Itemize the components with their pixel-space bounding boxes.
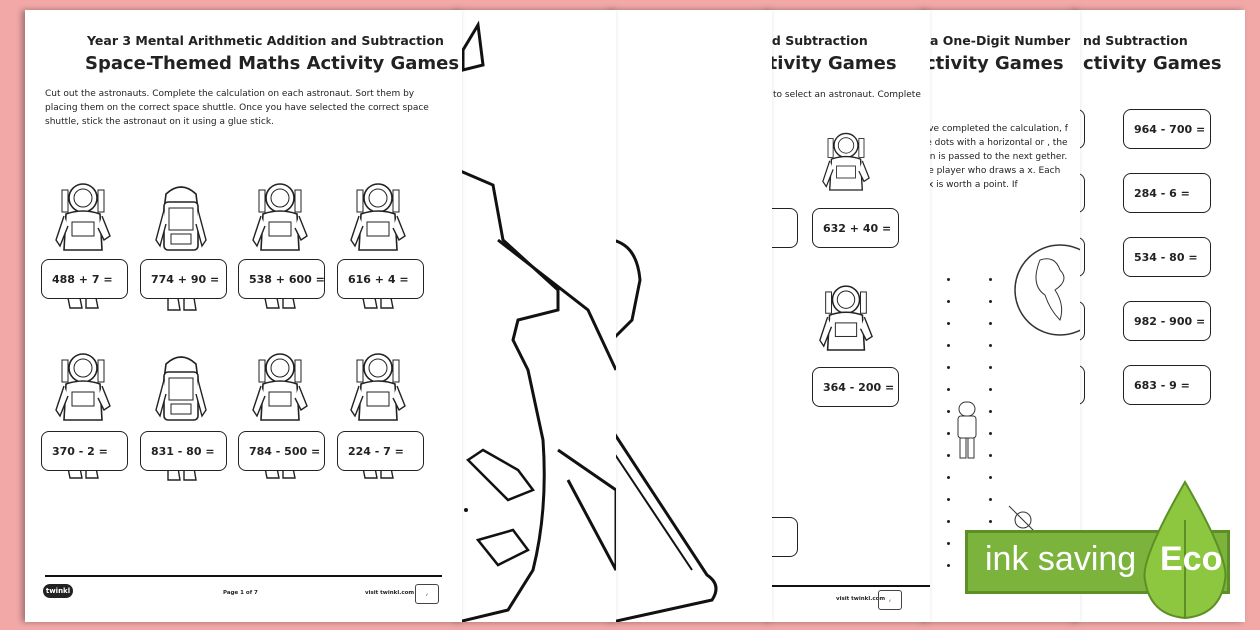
eco-leaf-icon (1143, 480, 1227, 620)
grid-dot (989, 520, 992, 523)
calculation-card: 784 - 500 = (238, 431, 325, 471)
calculation-card: 964 - 700 = (1123, 109, 1211, 149)
grid-dot (947, 278, 950, 281)
worksheet-page-3 (612, 10, 772, 622)
badge-icon: ✓ (878, 590, 902, 610)
calculation-card: 364 - 200 = (812, 367, 899, 407)
calculation-card: 831 - 80 = (140, 431, 227, 471)
calculation-card: 534 - 80 = (1123, 237, 1211, 277)
badge-icon: ✓ (415, 584, 439, 604)
earth-illustration (1014, 244, 1080, 336)
grid-dot (947, 564, 950, 567)
page-title: Space-Themed Maths Activity Games (85, 53, 460, 74)
calculation-card: 370 - 2 = (41, 431, 128, 471)
grid-dot (989, 322, 992, 325)
partial-card (768, 208, 798, 248)
page-title: ctivity Games (925, 53, 1064, 74)
worksheet-page-1: Year 3 Mental Arithmetic Addition and Su… (25, 10, 462, 622)
astronaut-backpack-icon (150, 180, 212, 320)
grid-dot (989, 300, 992, 303)
grid-dot (989, 278, 992, 281)
eco-label: Eco (1160, 540, 1223, 578)
calculation-card: 774 + 90 = (140, 259, 227, 299)
footer-rule (45, 575, 442, 577)
grid-dot (947, 366, 950, 369)
grid-dot (947, 542, 950, 545)
footer-url: visit twinkl.com (365, 590, 415, 596)
footer-rule (768, 585, 930, 587)
page-subtitle: nd Subtraction (1083, 33, 1188, 48)
page-subtitle: nd Subtraction (768, 33, 868, 48)
page-instructions: Cut out the astronauts. Complete the cal… (45, 89, 429, 127)
worksheet-page-6: nd Subtraction ctivity Games 0 964 - 700… (1075, 10, 1245, 622)
partial-card (768, 517, 798, 557)
space-shuttle-illustration (458, 20, 616, 622)
grid-dot (989, 366, 992, 369)
grid-dot (947, 432, 950, 435)
grid-dot (947, 322, 950, 325)
grid-dot (947, 344, 950, 347)
calculation-card: 616 + 4 = (337, 259, 424, 299)
calculation-card: 632 + 40 = (812, 208, 899, 248)
grid-dot (989, 344, 992, 347)
grid-dot (947, 300, 950, 303)
astronaut-icon (249, 180, 311, 320)
grid-dot (989, 432, 992, 435)
calculation-card: 683 - 9 = (1123, 365, 1211, 405)
worksheet-page-2 (458, 10, 616, 622)
calculation-card: 224 - 7 = (337, 431, 424, 471)
calculation-card: 284 - 6 = (1123, 173, 1211, 213)
footer-url: visit twinkl.com (836, 596, 886, 602)
calculation-card: 982 - 900 = (1123, 301, 1211, 341)
grid-dot (989, 476, 992, 479)
astronaut-small-icon (957, 401, 977, 459)
satellite-icon (1008, 505, 1038, 535)
page-number: Page 1 of 7 (223, 590, 258, 596)
shuttle-wing-illustration (612, 238, 718, 622)
worksheet-page-4: nd Subtraction ctivity Games to select a… (768, 10, 930, 622)
page-title: ctivity Games (768, 53, 897, 74)
grid-dot (947, 476, 950, 479)
grid-dot (947, 388, 950, 391)
page-subtitle: a One-Digit Number (930, 33, 1071, 48)
grid-dot (989, 410, 992, 413)
grid-dot (947, 498, 950, 501)
page-subtitle: Year 3 Mental Arithmetic Addition and Su… (87, 33, 444, 48)
worksheet-page-5: a One-Digit Number ctivity Games have co… (925, 10, 1080, 622)
ink-saving-text: ink saving (985, 540, 1137, 578)
page-instructions: to select an astronaut. Complete (773, 90, 921, 100)
grid-dot (947, 520, 950, 523)
astronaut-icon (347, 180, 409, 320)
calculation-card: 538 + 600 = (238, 259, 325, 299)
grid-dot (947, 410, 950, 413)
grid-dot (989, 498, 992, 501)
grid-dot (947, 454, 950, 457)
page-instructions: have completed the calculation, f the do… (925, 124, 1068, 190)
grid-dot (989, 454, 992, 457)
page-title: ctivity Games (1083, 53, 1222, 74)
calculation-card: 488 + 7 = (41, 259, 128, 299)
astronaut-icon (52, 180, 114, 320)
twinkl-logo: twinkl (43, 584, 73, 598)
grid-dot (989, 388, 992, 391)
